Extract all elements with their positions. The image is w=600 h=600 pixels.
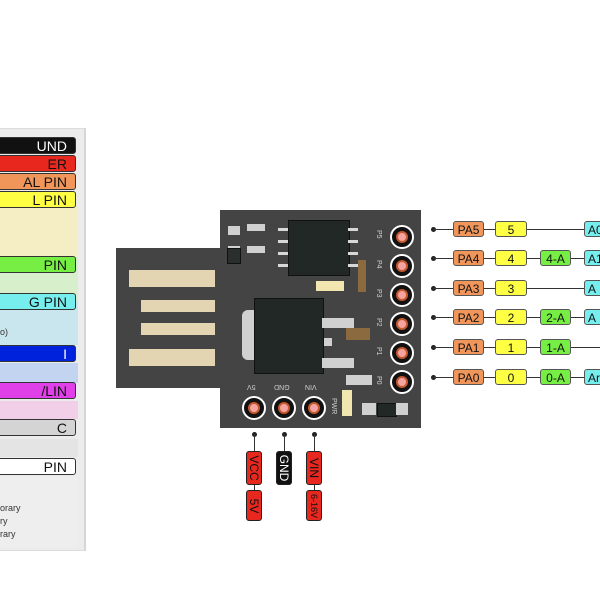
legend-panel: UND ER AL PIN L PIN PIN G PIN o) I /LIN … — [0, 128, 86, 551]
pin-vin — [302, 396, 326, 420]
port-label: PA5 — [453, 221, 484, 237]
pin-p4 — [390, 254, 414, 278]
pwr-silkscreen: PWR — [330, 398, 337, 415]
regulator-tab — [242, 310, 254, 360]
usb-pad — [141, 323, 215, 335]
analog-pin-label: 0-A — [540, 369, 571, 385]
power-pin-label: VCC — [246, 451, 262, 485]
right-pin-header: P5 P4 P3 P2 P1 P0 — [375, 216, 420, 396]
port-label: PA4 — [453, 250, 484, 266]
silk-vin: VIN — [305, 383, 317, 390]
legend-pwm: /LIN — [0, 382, 76, 399]
voltage-label: 6-16V — [306, 490, 322, 521]
legend-ground: UND — [0, 137, 76, 154]
silk-p1: P1 — [375, 347, 382, 356]
silk-p4: P4 — [375, 260, 382, 269]
smd-component — [228, 226, 240, 235]
voltage-label: 5V — [246, 490, 262, 521]
led — [316, 281, 344, 291]
pin-p2 — [390, 312, 414, 336]
power-pin-label-text: VCC — [247, 455, 261, 481]
usb-pad — [129, 349, 215, 366]
legend-analog-pin: PIN — [0, 256, 76, 273]
pin-gnd — [272, 396, 296, 420]
port-label: PA0 — [453, 369, 484, 385]
pin-p5 — [390, 225, 414, 249]
smd-capacitor — [358, 260, 366, 292]
legend-note-library-3: rary — [0, 529, 16, 539]
legend-band-white — [0, 477, 78, 547]
usb-connector — [116, 248, 222, 388]
legend-comm: I — [0, 345, 76, 362]
port-label: PA2 — [453, 309, 484, 325]
smd-component — [322, 358, 354, 368]
analog-pin-label: 4-A — [540, 250, 571, 266]
legend-band-blue — [0, 363, 78, 383]
legend-note-library-1: orary — [0, 503, 21, 513]
analog-pin-label: 2-A — [540, 309, 571, 325]
analog-pin-label: 1-A — [540, 339, 571, 355]
power-pin-label: GND — [276, 451, 292, 485]
legend-other-pin: PIN — [0, 458, 76, 475]
arduino-analog-label: A0 — [584, 221, 600, 237]
digital-pin-label: 3 — [495, 280, 527, 296]
arduino-analog-label: A — [584, 280, 600, 296]
pin-p3 — [390, 283, 414, 307]
legend-misc: C — [0, 419, 76, 436]
voltage-regulator — [254, 298, 324, 374]
smd-component — [362, 403, 376, 415]
smd-component — [396, 403, 408, 415]
arduino-analog-label: A — [584, 309, 600, 325]
silk-p5: P5 — [375, 230, 382, 239]
digispark-board: PWR P5 P4 P3 P2 P1 P0 5V GND VIN — [220, 210, 421, 428]
legend-band-magenta — [0, 401, 78, 419]
smd-component — [322, 318, 354, 328]
usb-pad — [141, 300, 215, 312]
power-pin-label-text: GND — [277, 454, 291, 482]
legend-arduino-analog-pin: G PIN — [0, 293, 76, 310]
power-pin-label: VIN — [306, 451, 322, 485]
pin-5v — [242, 396, 266, 420]
usb-pad — [129, 270, 215, 287]
arduino-analog-label: A1 — [584, 250, 600, 266]
port-label: PA1 — [453, 339, 484, 355]
smd-resistor — [247, 224, 265, 231]
legend-band-grey — [0, 439, 78, 457]
digital-pin-label: 4 — [495, 250, 527, 266]
arduino-analog-label: Ar — [584, 369, 600, 385]
legend-note: o) — [0, 327, 9, 337]
legend-physical-pin: AL PIN — [0, 173, 76, 190]
silk-p2: P2 — [375, 318, 382, 327]
silk-p0: P0 — [375, 376, 382, 385]
voltage-label-text: 6-16V — [309, 493, 319, 518]
smd-resistor — [346, 375, 372, 385]
power-pin-label-text: VIN — [307, 457, 321, 479]
pin-p0 — [390, 370, 414, 394]
legend-note-library-2: ry — [0, 516, 8, 526]
digital-pin-label: 5 — [495, 221, 527, 237]
digital-pin-label: 1 — [495, 339, 527, 355]
pin-p1 — [390, 341, 414, 365]
digital-pin-label: 2 — [495, 309, 527, 325]
smd-resistor — [247, 246, 265, 253]
legend-power: ER — [0, 155, 76, 172]
smd-diode — [377, 403, 397, 417]
voltage-label-text: 5V — [247, 498, 261, 513]
attiny85-chip — [288, 220, 350, 276]
power-led — [342, 390, 352, 416]
port-label: PA3 — [453, 280, 484, 296]
legend-digital-pin: L PIN — [0, 191, 76, 208]
silk-5v: 5V — [247, 383, 256, 390]
smd-component — [324, 338, 332, 346]
smd-diode — [227, 248, 241, 264]
legend-band-yellow — [0, 207, 78, 257]
silk-gnd: GND — [274, 383, 290, 390]
digital-pin-label: 0 — [495, 369, 527, 385]
silk-p3: P3 — [375, 289, 382, 298]
smd-capacitor — [346, 328, 370, 340]
